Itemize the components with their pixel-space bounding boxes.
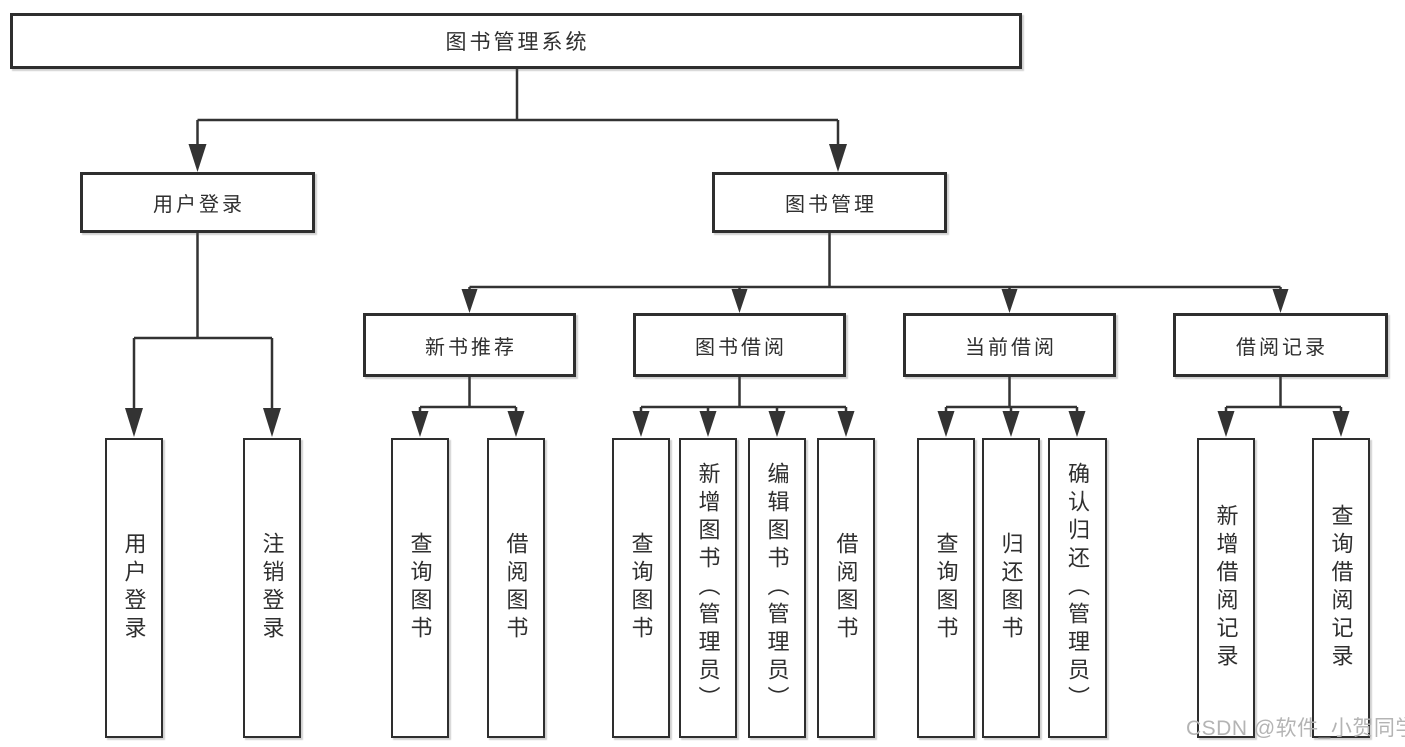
node-label: 查询图书 <box>628 532 654 644</box>
node-user-login: 用户登录 <box>80 172 315 233</box>
node-label: 图书管理 <box>785 194 877 216</box>
node-label: 编辑图书（管理员） <box>764 462 790 714</box>
node-leaf-query-books-3: 查询图书 <box>917 438 975 738</box>
node-label: 借阅记录 <box>1236 336 1328 359</box>
node-label: 新增图书（管理员） <box>695 462 721 714</box>
node-label: 查询借阅记录 <box>1328 504 1354 672</box>
node-leaf-confirm-return-admin: 确认归还（管理员） <box>1048 438 1107 738</box>
node-label: 新书推荐 <box>425 336 517 359</box>
node-leaf-add-book-admin: 新增图书（管理员） <box>679 438 737 738</box>
node-leaf-query-books-1: 查询图书 <box>391 438 449 738</box>
node-label: 用户登录 <box>121 532 147 644</box>
node-label: 新增借阅记录 <box>1213 504 1239 672</box>
node-leaf-query-borrow-record: 查询借阅记录 <box>1312 438 1370 738</box>
node-leaf-borrow-books-1: 借阅图书 <box>487 438 545 738</box>
node-leaf-query-books-2: 查询图书 <box>612 438 670 738</box>
node-label: 确认归还（管理员） <box>1065 462 1091 714</box>
node-leaf-user-login: 用户登录 <box>105 438 163 738</box>
node-leaf-borrow-books-2: 借阅图书 <box>817 438 875 738</box>
node-label: 图书管理系统 <box>445 31 590 54</box>
node-library-management-system: 图书管理系统 <box>10 13 1022 69</box>
node-borrowing-records: 借阅记录 <box>1173 313 1388 377</box>
node-leaf-logout: 注销登录 <box>243 438 301 738</box>
node-label: 归还图书 <box>998 532 1024 644</box>
csdn-watermark: CSDN @软件_小贺同学 <box>1186 717 1405 740</box>
node-label: 查询图书 <box>933 532 959 644</box>
node-label: 注销登录 <box>259 532 285 644</box>
node-label: 借阅图书 <box>833 532 859 644</box>
node-book-management: 图书管理 <box>712 172 947 233</box>
node-label: 用户登录 <box>153 194 245 216</box>
node-current-borrowing: 当前借阅 <box>903 313 1116 377</box>
node-label: 查询图书 <box>407 532 433 644</box>
node-label: 图书借阅 <box>695 336 787 359</box>
node-new-book-recommendation: 新书推荐 <box>363 313 576 377</box>
node-label: 当前借阅 <box>965 336 1057 359</box>
node-leaf-edit-book-admin: 编辑图书（管理员） <box>748 438 806 738</box>
node-label: 借阅图书 <box>503 532 529 644</box>
node-book-borrowing: 图书借阅 <box>633 313 846 377</box>
node-leaf-return-books: 归还图书 <box>982 438 1040 738</box>
node-leaf-add-borrow-record: 新增借阅记录 <box>1197 438 1255 738</box>
